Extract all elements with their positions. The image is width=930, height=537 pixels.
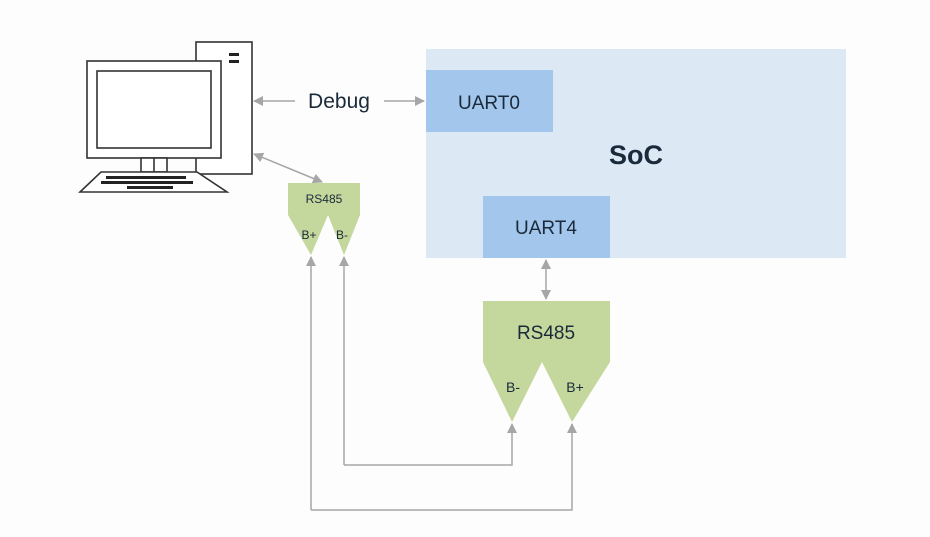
pc-rs485-link: [253, 152, 323, 184]
computer-icon: [78, 41, 253, 193]
rs485-soc-pin-bplus: B+: [566, 379, 584, 395]
rs485-pc-pin-bplus: B+: [301, 228, 316, 242]
rs485-pc-adapter: RS485 B+ B-: [288, 183, 360, 255]
rs485-soc-pin-bminus: B-: [506, 379, 520, 395]
soc-label: SoC: [609, 140, 663, 170]
debug-label: Debug: [308, 90, 370, 113]
uart4-label: UART4: [515, 218, 577, 239]
rs485-soc-adapter: RS485 B- B+: [483, 301, 610, 422]
uart0-block: UART0: [426, 70, 553, 132]
wire-bplus-soc: [311, 423, 577, 511]
rs485-pc-label: RS485: [306, 192, 343, 206]
uart4-block: UART4: [483, 196, 610, 258]
rs485-soc-label: RS485: [517, 323, 575, 344]
debug-link: Debug: [253, 90, 425, 113]
wire-bminus-soc: [344, 423, 517, 466]
uart0-label: UART0: [458, 93, 520, 114]
rs485-pc-pin-bminus: B-: [336, 228, 348, 242]
